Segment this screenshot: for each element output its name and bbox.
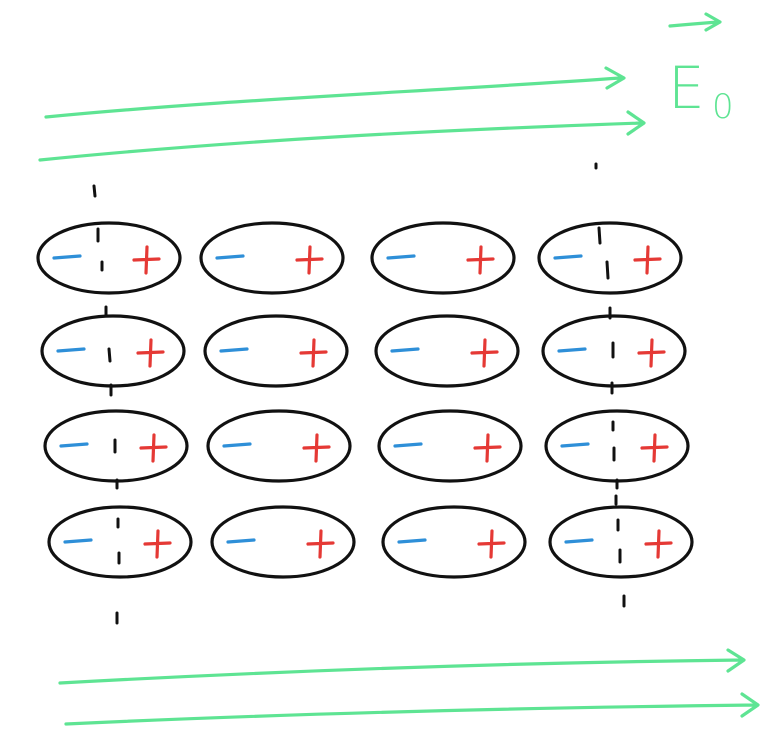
dipole-molecule	[47, 505, 193, 579]
field-label-symbol: E	[668, 54, 705, 122]
negative-charge-sign	[393, 442, 423, 448]
negative-charge-sign	[560, 442, 590, 448]
dipole-molecule	[537, 221, 683, 295]
dipole-outline	[381, 505, 527, 579]
field-lines-top	[38, 66, 646, 162]
positive-charge-sign	[302, 433, 331, 463]
dipole-molecule	[199, 221, 345, 295]
positive-charge-sign	[637, 338, 666, 368]
dipole-outline	[47, 505, 193, 579]
positive-charge-sign	[644, 529, 673, 559]
dipole-molecule	[544, 409, 690, 483]
field-line	[38, 110, 646, 162]
positive-charge-sign	[306, 529, 335, 559]
dash-mark	[597, 226, 602, 245]
negative-charge-sign	[63, 538, 93, 544]
field-lines-bottom	[58, 648, 760, 726]
dipole-outline	[370, 221, 516, 295]
left-boundary-dashes	[92, 184, 121, 625]
negative-charge-sign	[56, 347, 86, 353]
dipole-outline	[377, 409, 523, 483]
dipole-molecule	[548, 505, 694, 579]
positive-charge-sign	[299, 338, 328, 368]
negative-charge-sign	[226, 538, 256, 544]
field-label: E 0	[668, 12, 734, 127]
dipole-outline	[548, 505, 694, 579]
dash-mark	[92, 184, 97, 198]
dipole-molecule	[377, 409, 523, 483]
field-line	[44, 66, 626, 119]
positive-charge-sign	[640, 433, 669, 463]
negative-charge-sign	[386, 254, 416, 260]
positive-charge-sign	[295, 245, 324, 275]
dipole-outline	[43, 409, 189, 483]
dipole-molecule	[40, 314, 186, 388]
dipole-molecule	[43, 409, 189, 483]
field-line	[58, 648, 746, 685]
dash-mark	[107, 347, 112, 363]
dipole-outline	[374, 314, 520, 388]
dipole-molecule	[203, 314, 349, 388]
dipole-outline	[36, 221, 182, 295]
dipole-molecule	[210, 505, 356, 579]
positive-charge-sign	[136, 338, 165, 368]
dipole-molecule	[370, 221, 516, 295]
field-label-subscript: 0	[712, 87, 734, 127]
negative-charge-sign	[219, 347, 249, 353]
dipole-outline	[210, 505, 356, 579]
positive-charge-sign	[466, 245, 495, 275]
field-line	[64, 692, 760, 726]
negative-charge-sign	[215, 254, 245, 260]
positive-charge-sign	[633, 245, 662, 275]
dipole-outline	[199, 221, 345, 295]
negative-charge-sign	[553, 254, 583, 260]
negative-charge-sign	[59, 442, 89, 448]
dipole-molecule	[374, 314, 520, 388]
dipole-molecule	[36, 221, 182, 295]
dash-mark	[605, 260, 610, 280]
dipole-outline	[541, 314, 687, 388]
negative-charge-sign	[390, 347, 420, 353]
negative-charge-sign	[564, 538, 594, 544]
positive-charge-sign	[477, 529, 506, 559]
dipole-molecule	[206, 409, 352, 483]
negative-charge-sign	[52, 254, 82, 260]
positive-charge-sign	[473, 433, 502, 463]
dipole-molecule	[381, 505, 527, 579]
positive-charge-sign	[143, 529, 172, 559]
positive-charge-sign	[132, 245, 161, 275]
dipole-outline	[206, 409, 352, 483]
field-label-vector-arrow	[668, 12, 722, 32]
negative-charge-sign	[222, 442, 252, 448]
dipole-outline	[40, 314, 186, 388]
dipole-grid	[36, 221, 694, 579]
negative-charge-sign	[397, 538, 427, 544]
dipole-outline	[537, 221, 683, 295]
dipole-outline	[544, 409, 690, 483]
positive-charge-sign	[139, 433, 168, 463]
dipole-outline	[203, 314, 349, 388]
dipole-molecule	[541, 314, 687, 388]
positive-charge-sign	[470, 338, 499, 368]
negative-charge-sign	[557, 347, 587, 353]
